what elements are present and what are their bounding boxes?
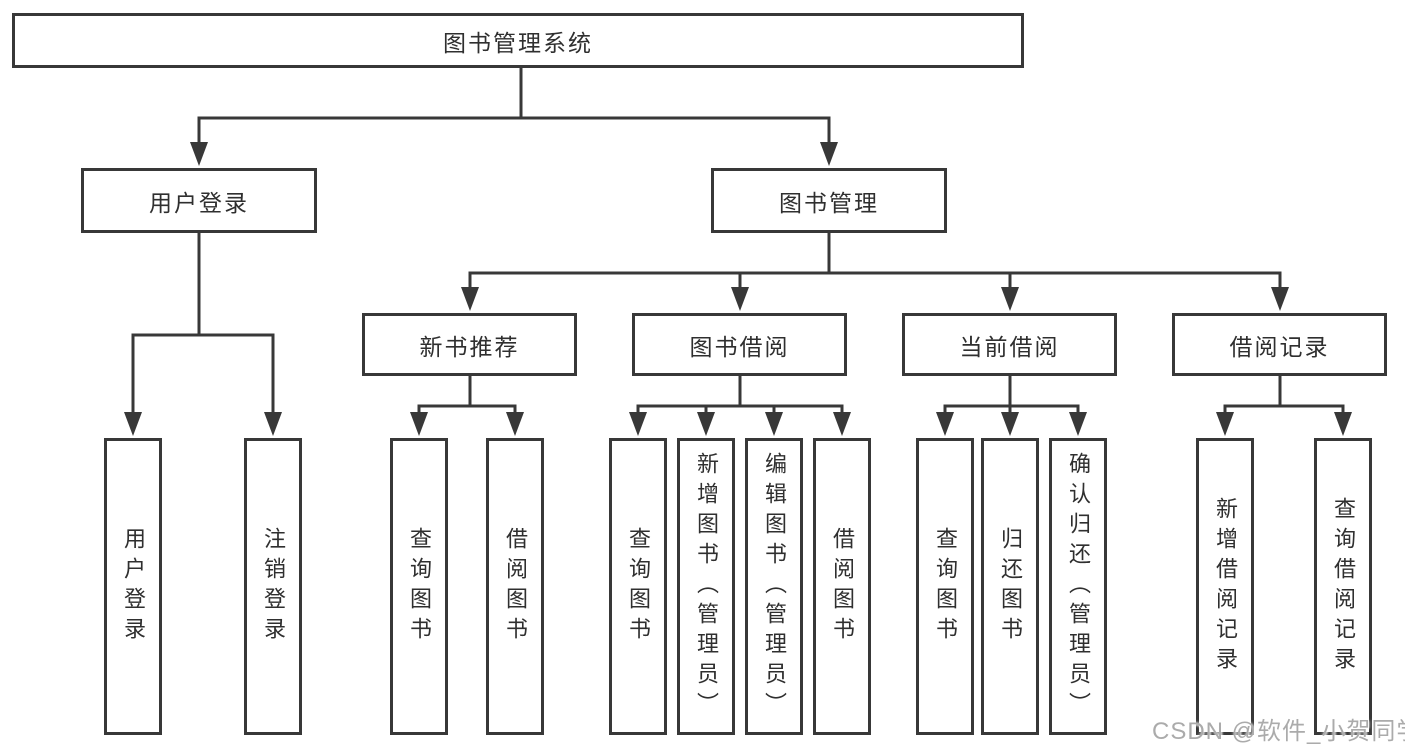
node-leaf-query-borrow-record-label: 查询借阅记录	[1331, 496, 1356, 677]
node-leaf-add-book-admin-label: 新增图书（管理员）	[694, 451, 719, 722]
arrow-down-icon	[731, 287, 749, 311]
node-leaf-return-book-label: 归还图书	[998, 526, 1023, 647]
node-leaf-add-borrow-record: 新增借阅记录	[1196, 438, 1254, 735]
node-leaf-user-login: 用户登录	[104, 438, 162, 735]
arrow-down-icon	[264, 412, 282, 436]
connector-root-to-level2	[197, 66, 831, 146]
connector-new-book-recommend-children	[417, 376, 517, 414]
node-new-book-recommend: 新书推荐	[362, 313, 577, 376]
arrow-down-icon	[765, 412, 783, 436]
connector-book-management-children	[468, 233, 1282, 289]
node-user-login: 用户登录	[81, 168, 317, 233]
arrow-down-icon	[629, 412, 647, 436]
arrow-down-icon	[1001, 287, 1019, 311]
node-leaf-query-books-recommend: 查询图书	[390, 438, 448, 735]
node-book-borrow-label: 图书借阅	[689, 333, 790, 360]
node-leaf-confirm-return-admin: 确认归还（管理员）	[1049, 438, 1107, 735]
arrow-down-icon	[936, 412, 954, 436]
arrow-down-icon	[1216, 412, 1234, 436]
node-leaf-logout: 注销登录	[244, 438, 302, 735]
connector-borrow-records-children	[1223, 376, 1345, 414]
node-leaf-logout-label: 注销登录	[261, 526, 286, 647]
arrow-down-icon	[1271, 287, 1289, 311]
node-leaf-add-book-admin: 新增图书（管理员）	[677, 438, 735, 735]
node-leaf-borrow-books-recommend-label: 借阅图书	[503, 526, 528, 647]
node-leaf-query-books-current: 查询图书	[916, 438, 974, 735]
node-borrow-records-label: 借阅记录	[1229, 333, 1330, 360]
arrow-down-icon	[1334, 412, 1352, 436]
node-borrow-records: 借阅记录	[1172, 313, 1387, 376]
arrow-down-icon	[461, 287, 479, 311]
arrow-down-icons	[124, 142, 1352, 436]
arrow-down-icon	[506, 412, 524, 436]
node-leaf-confirm-return-admin-label: 确认归还（管理员）	[1066, 451, 1091, 722]
arrow-down-icon	[833, 412, 851, 436]
connector-current-borrow-children	[943, 376, 1080, 414]
node-book-management: 图书管理	[711, 168, 947, 233]
arrow-down-icon	[1069, 412, 1087, 436]
connector-user-login-children	[131, 233, 275, 414]
node-leaf-borrow-books-label: 借阅图书	[830, 526, 855, 647]
arrow-down-icon	[697, 412, 715, 436]
watermark: CSDN @软件_小贺同学	[1152, 718, 1405, 745]
node-leaf-edit-book-admin-label: 编辑图书（管理员）	[762, 451, 787, 722]
arrow-down-icon	[124, 412, 142, 436]
node-leaf-user-login-label: 用户登录	[121, 526, 146, 647]
node-book-borrow: 图书借阅	[632, 313, 847, 376]
node-leaf-return-book: 归还图书	[981, 438, 1039, 735]
node-current-borrow-label: 当前借阅	[959, 333, 1060, 360]
node-leaf-query-books-recommend-label: 查询图书	[407, 526, 432, 647]
node-leaf-add-borrow-record-label: 新增借阅记录	[1213, 496, 1238, 677]
arrow-down-icon	[410, 412, 428, 436]
node-leaf-query-books-borrow-label: 查询图书	[626, 526, 651, 647]
node-leaf-edit-book-admin: 编辑图书（管理员）	[745, 438, 803, 735]
arrow-down-icon	[190, 142, 208, 166]
node-current-borrow: 当前借阅	[902, 313, 1117, 376]
node-book-management-label: 图书管理	[779, 189, 879, 216]
node-leaf-query-books-borrow: 查询图书	[609, 438, 667, 735]
arrow-down-icon	[820, 142, 838, 166]
node-leaf-query-books-current-label: 查询图书	[933, 526, 958, 647]
node-root-label: 图书管理系统	[443, 29, 593, 56]
connector-book-borrow-children	[636, 376, 844, 414]
node-leaf-query-borrow-record: 查询借阅记录	[1314, 438, 1372, 735]
node-leaf-borrow-books-recommend: 借阅图书	[486, 438, 544, 735]
node-leaf-borrow-books: 借阅图书	[813, 438, 871, 735]
node-new-book-recommend-label: 新书推荐	[419, 333, 520, 360]
node-root: 图书管理系统	[12, 13, 1024, 68]
node-user-login-label: 用户登录	[149, 189, 249, 216]
arrow-down-icon	[1001, 412, 1019, 436]
